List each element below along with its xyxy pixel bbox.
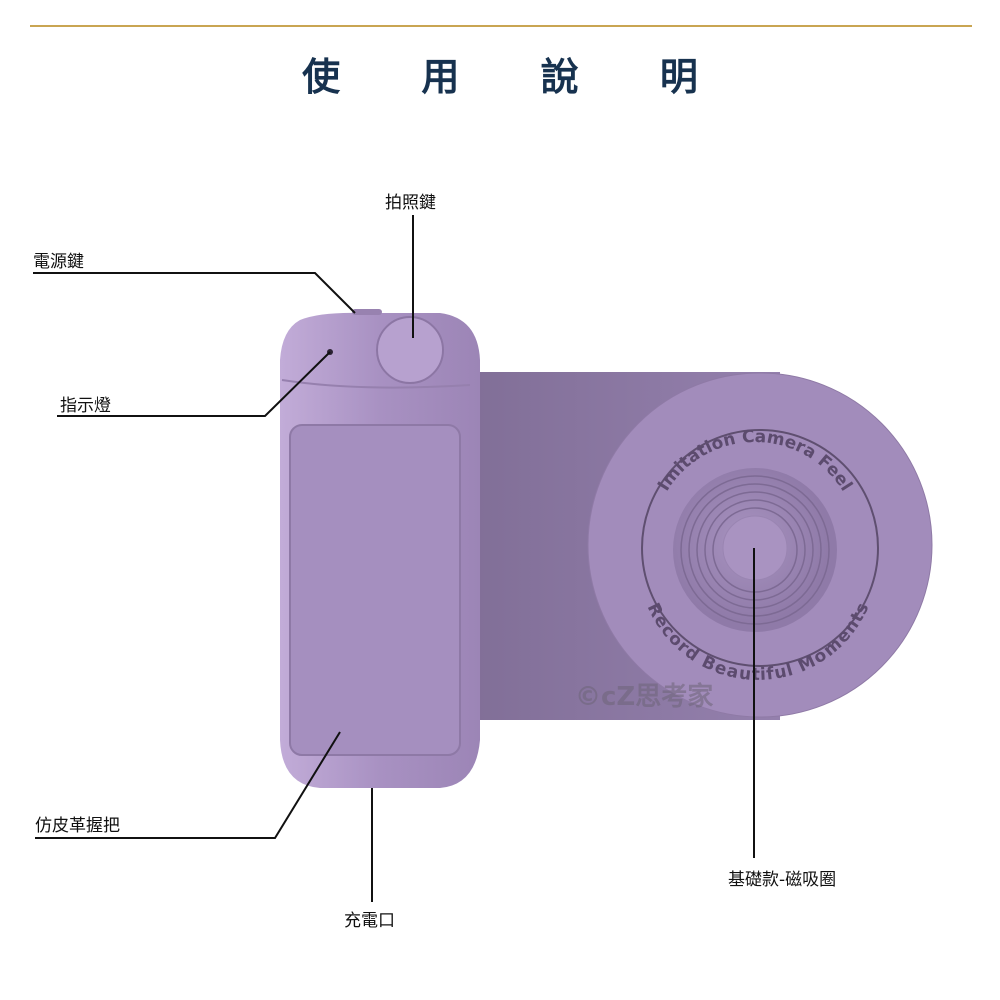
label-indicator: 指示燈	[60, 396, 111, 416]
label-magnetic-ring: 基礎款-磁吸圈	[728, 870, 837, 890]
leader-power	[33, 272, 356, 314]
power-button	[352, 309, 382, 315]
top-divider	[30, 25, 972, 27]
leader-grip	[35, 731, 341, 839]
label-grip: 仿皮革握把	[35, 816, 120, 836]
leader-indicator	[57, 351, 331, 417]
shutter-button	[376, 316, 444, 384]
watermark: ©cZ思考家	[575, 682, 714, 712]
page-title: 使 用 說 明	[302, 55, 732, 99]
label-power: 電源鍵	[33, 252, 84, 272]
label-shutter: 拍照鍵	[385, 193, 436, 213]
label-charge-port: 充電口	[344, 911, 395, 931]
leather-grip	[289, 424, 461, 756]
